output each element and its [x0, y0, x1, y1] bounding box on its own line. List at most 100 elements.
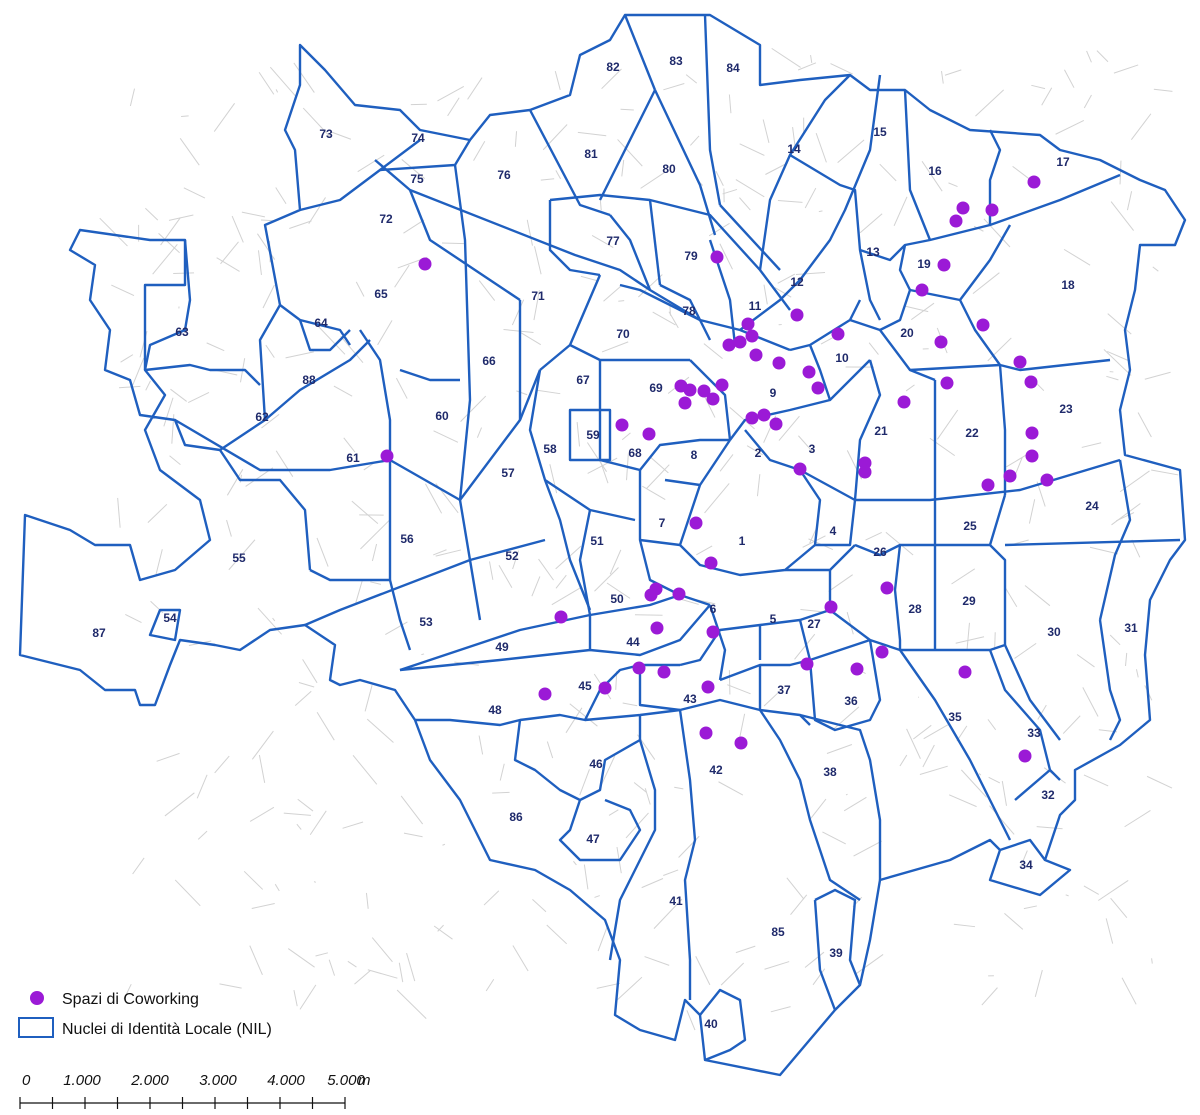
street-segment	[653, 898, 683, 929]
nil-label-81: 81	[584, 147, 598, 161]
street-segment	[269, 66, 296, 97]
street-segment	[720, 962, 745, 986]
street-segment	[371, 937, 393, 963]
street-segment	[355, 281, 365, 297]
coworking-point	[632, 661, 646, 675]
street-segment	[583, 864, 589, 890]
street-segment	[906, 728, 921, 759]
street-segment	[531, 576, 541, 597]
street-segment	[601, 68, 622, 90]
street-segment	[483, 890, 500, 906]
street-segment	[156, 752, 180, 762]
nil-label-41: 41	[669, 894, 683, 908]
street-segment	[735, 179, 765, 198]
street-segment	[746, 445, 763, 456]
street-segment	[318, 326, 346, 355]
street-segment	[770, 1006, 791, 1013]
street-segment	[1144, 371, 1171, 380]
street-segment	[403, 832, 423, 838]
nil-label-70: 70	[616, 327, 630, 341]
street-segment	[287, 948, 315, 968]
nil-label-36: 36	[844, 694, 858, 708]
street-segment	[837, 139, 865, 164]
nil-label-38: 38	[823, 765, 837, 779]
street-segment	[599, 198, 602, 211]
coworking-point	[678, 396, 692, 410]
street-segment	[1151, 469, 1179, 476]
nil-label-52: 52	[505, 549, 519, 563]
street-segment	[498, 565, 513, 588]
street-segment	[394, 264, 410, 288]
coworking-point	[850, 662, 864, 676]
street-segment	[183, 187, 206, 199]
street-segment	[859, 213, 883, 234]
nil-label-2: 2	[755, 446, 762, 460]
street-segment	[987, 337, 1012, 362]
street-segment	[975, 89, 1005, 117]
coworking-point	[644, 588, 658, 602]
street-segment	[1063, 69, 1075, 88]
coworking-points	[380, 175, 1054, 763]
nil-label-39: 39	[829, 946, 843, 960]
nil-label-23: 23	[1059, 402, 1073, 416]
street-segment	[265, 344, 275, 358]
street-segment	[262, 284, 275, 309]
street-segment	[351, 500, 379, 525]
street-segment	[586, 442, 607, 472]
street-segment	[929, 437, 956, 457]
street-segment	[488, 561, 494, 580]
coworking-point	[733, 335, 747, 349]
street-segment	[893, 196, 908, 227]
street-segment	[685, 74, 698, 84]
street-segment	[433, 925, 453, 940]
street-segment	[763, 284, 768, 305]
street-segment	[1119, 160, 1122, 185]
street-segment	[1096, 50, 1109, 63]
nil-label-58: 58	[543, 442, 557, 456]
coworking-point	[657, 665, 671, 679]
street-segment	[989, 805, 1015, 835]
street-segment	[433, 549, 447, 556]
street-segment	[1111, 503, 1141, 526]
street-segment	[503, 329, 534, 333]
coworking-point	[958, 665, 972, 679]
street-segment	[473, 140, 486, 161]
street-segment	[596, 982, 621, 989]
street-segment	[981, 987, 998, 1006]
street-segment	[187, 391, 210, 404]
coworking-point	[772, 356, 786, 370]
street-segment	[1124, 810, 1151, 828]
coworking-point	[897, 395, 911, 409]
street-segment	[715, 170, 724, 186]
nil-label-35: 35	[948, 710, 962, 724]
coworking-point	[811, 381, 825, 395]
street-segment	[249, 806, 275, 822]
coworking-point	[858, 465, 872, 479]
street-segment	[120, 354, 134, 363]
street-segment	[537, 389, 561, 395]
street-segment	[478, 735, 484, 755]
street-segment	[181, 115, 189, 118]
street-segment	[790, 894, 808, 915]
street-segment	[644, 956, 670, 966]
street-segment	[164, 792, 195, 817]
street-segment	[722, 188, 738, 195]
nil-label-78: 78	[682, 304, 696, 318]
street-segment	[1062, 715, 1081, 734]
street-segment	[621, 432, 631, 441]
nil-label-88: 88	[302, 373, 316, 387]
nil-label-45: 45	[578, 679, 592, 693]
coworking-point	[858, 456, 872, 470]
street-segment	[1146, 775, 1173, 789]
street-segment	[591, 234, 614, 248]
street-segment	[249, 945, 263, 976]
nil-label-77: 77	[606, 234, 620, 248]
street-segment	[1121, 977, 1137, 1005]
street-segment	[994, 632, 996, 651]
street-segment	[649, 456, 669, 474]
coworking-point	[418, 257, 432, 271]
street-segment	[297, 798, 314, 812]
street-segment	[948, 794, 977, 808]
street-segment	[608, 809, 619, 816]
street-segment	[554, 70, 561, 91]
